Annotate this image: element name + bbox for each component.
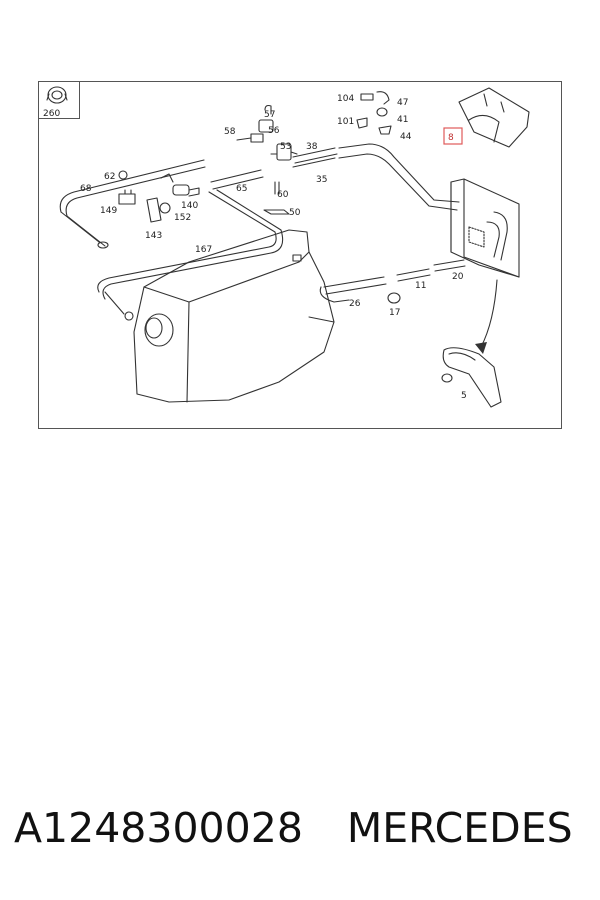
- engine-block: [133, 229, 335, 403]
- label-20: 20: [452, 272, 464, 282]
- hose-upper: [338, 143, 460, 203]
- clamp-icon: [46, 86, 68, 104]
- heater-core: [450, 178, 520, 278]
- sensor-140: [118, 170, 200, 223]
- thumbnail-box: [38, 81, 80, 119]
- label-38: 38: [306, 142, 318, 152]
- hose-167: [97, 189, 284, 321]
- label-41: 41: [397, 115, 408, 125]
- fittings-104-44: [356, 91, 392, 135]
- hose-26: [323, 276, 387, 295]
- label-143: 143: [145, 231, 162, 241]
- label-35: 35: [316, 175, 327, 185]
- caption: A1248300028 MERCEDES: [14, 804, 594, 852]
- label-104: 104: [337, 94, 354, 104]
- duct-5: [441, 347, 502, 408]
- hose-35: [292, 157, 336, 168]
- label-58: 58: [224, 127, 236, 137]
- valve-cluster: [236, 104, 298, 215]
- label-140: 140: [181, 201, 198, 211]
- label-62: 62: [104, 172, 115, 182]
- label-167: 167: [195, 245, 212, 255]
- hose-68: [59, 159, 206, 249]
- grommet-17: [387, 292, 401, 304]
- label-8: 8: [448, 133, 454, 143]
- label-17: 17: [389, 308, 400, 318]
- label-260: 260: [43, 109, 60, 119]
- label-101: 101: [337, 117, 354, 127]
- brand-name: MERCEDES: [346, 804, 573, 852]
- label-57: 57: [264, 110, 275, 120]
- highlight-box: [443, 127, 463, 145]
- hose-38: [292, 147, 338, 164]
- hose-65: [210, 169, 264, 190]
- label-56: 56: [268, 126, 280, 136]
- label-149: 149: [100, 206, 117, 216]
- diagram-drawing: 8 260 57 58 56 53 38 35 104 47 101 41 44…: [43, 86, 530, 408]
- label-47: 47: [397, 98, 408, 108]
- label-68: 68: [80, 184, 92, 194]
- label-44: 44: [400, 132, 412, 142]
- label-26: 26: [349, 299, 361, 309]
- gasket-detail-8: [458, 87, 530, 148]
- label-5: 5: [461, 391, 467, 401]
- label-65: 65: [236, 184, 247, 194]
- arrow-head: [475, 342, 487, 354]
- label-11: 11: [415, 281, 426, 291]
- part-number: A1248300028: [14, 804, 303, 852]
- label-152: 152: [174, 213, 191, 223]
- label-60: 60: [277, 190, 289, 200]
- parts-diagram: 8 260 57 58 56 53 38 35 104 47 101 41 44…: [38, 81, 562, 429]
- hose-20: [433, 259, 466, 272]
- pointer-arrow: [480, 279, 498, 348]
- hose-11: [396, 268, 431, 282]
- label-50: 50: [289, 208, 301, 218]
- label-53: 53: [280, 142, 291, 152]
